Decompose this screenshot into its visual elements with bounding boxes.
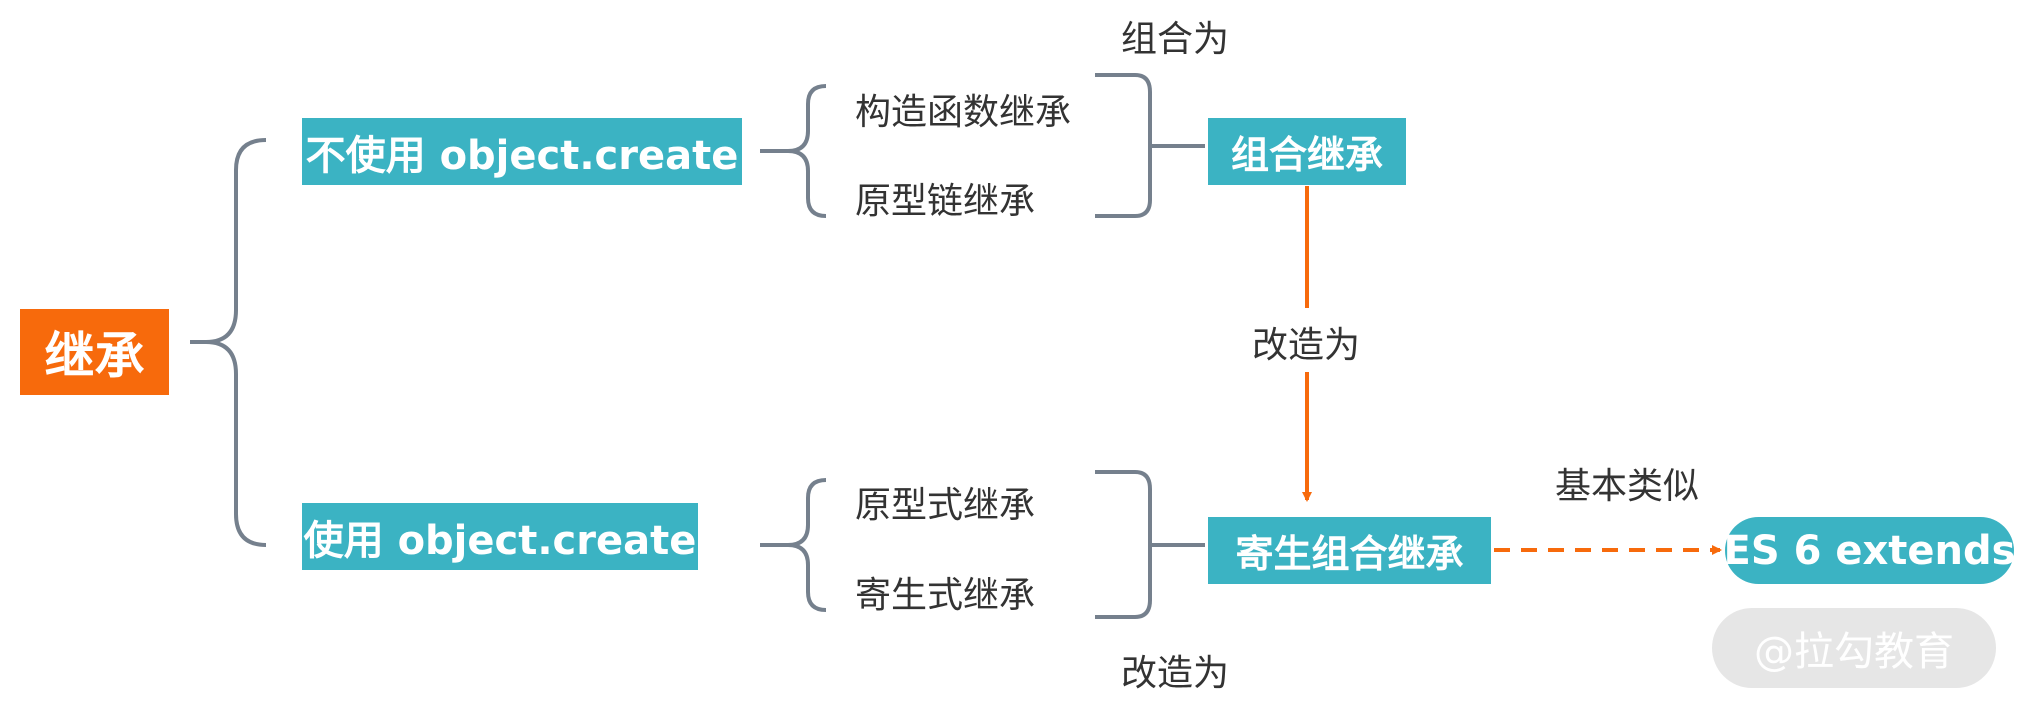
- leaf-prototype-chain-inheritance: 原型链继承: [855, 181, 1036, 222]
- leaf-constructor-inheritance: 构造函数继承: [855, 92, 1072, 133]
- node-combination-inheritance: 组合继承: [1208, 118, 1406, 185]
- bracket-group-bottom: [1095, 470, 1205, 619]
- root-brace: [190, 138, 267, 344]
- watermark: @拉勾教育: [1712, 608, 1996, 688]
- node-without-object-create: 不使用 object.create: [302, 118, 742, 185]
- leaf-prototypal-inheritance: 原型式继承: [855, 485, 1036, 526]
- brace-group-bottom: [760, 478, 827, 612]
- node-es6-extends: ES 6 extends: [1724, 517, 2015, 584]
- edge-label-modify-bottom: 改造为: [1121, 653, 1230, 694]
- leaf-parasitic-inheritance: 寄生式继承: [855, 575, 1036, 616]
- bracket-group-top: [1095, 73, 1205, 218]
- edge-label-similar: 基本类似: [1555, 466, 1700, 507]
- node-inheritance: 继承: [20, 309, 169, 395]
- edge-label-modify-mid: 改造为: [1252, 325, 1361, 366]
- edge-label-combine: 组合为: [1121, 19, 1230, 60]
- root-brace-lower: [205, 340, 267, 547]
- brace-group-top: [760, 84, 827, 218]
- node-parasitic-combination-inheritance: 寄生组合继承: [1208, 517, 1491, 584]
- node-with-object-create: 使用 object.create: [302, 503, 698, 570]
